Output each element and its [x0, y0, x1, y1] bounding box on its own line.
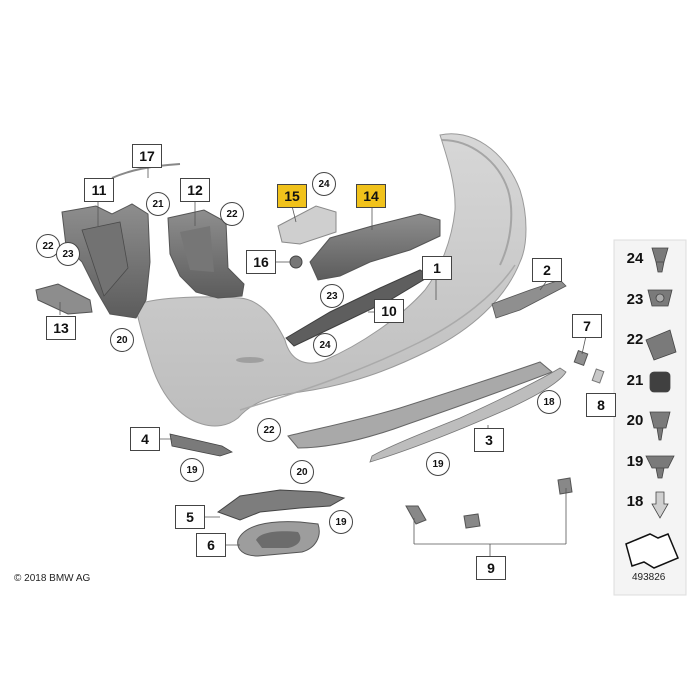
label-part-6: 6 [196, 533, 226, 557]
legend-label-22: 22 [626, 330, 644, 348]
label-part-13: 13 [46, 316, 76, 340]
strip-17 [111, 163, 181, 179]
callout-19-a: 19 [180, 458, 204, 482]
lower-trim-3 [287, 361, 553, 449]
callout-19-c: 19 [329, 510, 353, 534]
callout-22-c: 22 [257, 418, 281, 442]
label-part-14: 14 [356, 184, 386, 208]
label-part-10: 10 [374, 299, 404, 323]
callout-18: 18 [537, 390, 561, 414]
callout-20-b: 20 [290, 460, 314, 484]
copyright-text: © 2018 BMW AG [14, 573, 91, 584]
trim-piece-13 [35, 283, 93, 315]
fastener-20-icon [649, 411, 671, 441]
sensor-7 [573, 350, 589, 366]
bracket-5 [216, 489, 346, 521]
legend-label-19: 19 [626, 452, 644, 470]
clip-9c [557, 477, 573, 495]
arrow-icon [625, 533, 679, 569]
fastener-22-icon [645, 329, 677, 361]
label-part-4: 4 [130, 427, 160, 451]
label-part-2: 2 [532, 258, 562, 282]
carrier-14 [309, 213, 441, 281]
label-part-5: 5 [175, 505, 205, 529]
legend-label-23: 23 [626, 290, 644, 308]
bumper-upper-edge [441, 139, 513, 266]
callout-22-b: 22 [220, 202, 244, 226]
label-part-8: 8 [586, 393, 616, 417]
legend-label-21: 21 [626, 371, 644, 389]
callout-24-a: 24 [312, 172, 336, 196]
callout-19-b: 19 [426, 452, 450, 476]
label-part-16: 16 [246, 250, 276, 274]
bumper-lower-crease [239, 264, 516, 411]
fastener-18-icon [651, 491, 669, 519]
bumper-reflector-slot [236, 357, 264, 363]
label-part-15: 15 [277, 184, 307, 208]
callout-24-b: 24 [313, 333, 337, 357]
label-part-11: 11 [84, 178, 114, 202]
fastener-16 [289, 255, 303, 269]
clip-9b [463, 513, 481, 529]
label-part-9: 9 [476, 556, 506, 580]
fastener-21-icon [649, 371, 671, 393]
callout-20-a: 20 [110, 328, 134, 352]
diagram-number: 493826 [632, 572, 666, 583]
label-part-7: 7 [572, 314, 602, 338]
diffuser-3 [369, 367, 567, 463]
label-part-17: 17 [132, 144, 162, 168]
bracket-4 [169, 433, 233, 457]
fastener-19-icon [645, 455, 675, 479]
side-strip-2 [491, 279, 567, 319]
label-part-3: 3 [474, 428, 504, 452]
clip-8 [591, 368, 605, 384]
legend-label-24: 24 [626, 249, 644, 267]
cover-panel-15 [277, 205, 337, 245]
clip-9a [405, 505, 427, 525]
fastener-24-icon [651, 247, 669, 273]
callout-23-a: 23 [56, 242, 80, 266]
label-part-12: 12 [180, 178, 210, 202]
legend-parts [625, 247, 679, 569]
legend-label-18: 18 [626, 492, 644, 510]
callout-23-b: 23 [320, 284, 344, 308]
callout-21: 21 [146, 192, 170, 216]
label-part-1: 1 [422, 256, 452, 280]
legend-label-20: 20 [626, 411, 644, 429]
